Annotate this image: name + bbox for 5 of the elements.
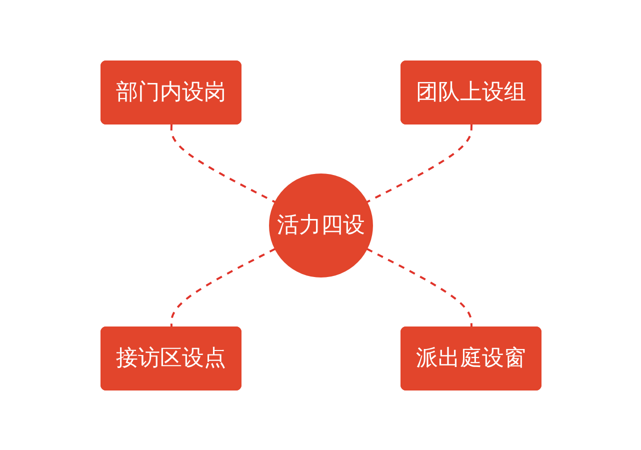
connector <box>170 248 276 328</box>
node-circle: 活力四设 <box>268 173 372 277</box>
connector <box>170 124 276 202</box>
connector <box>366 248 472 328</box>
connector <box>366 124 472 202</box>
